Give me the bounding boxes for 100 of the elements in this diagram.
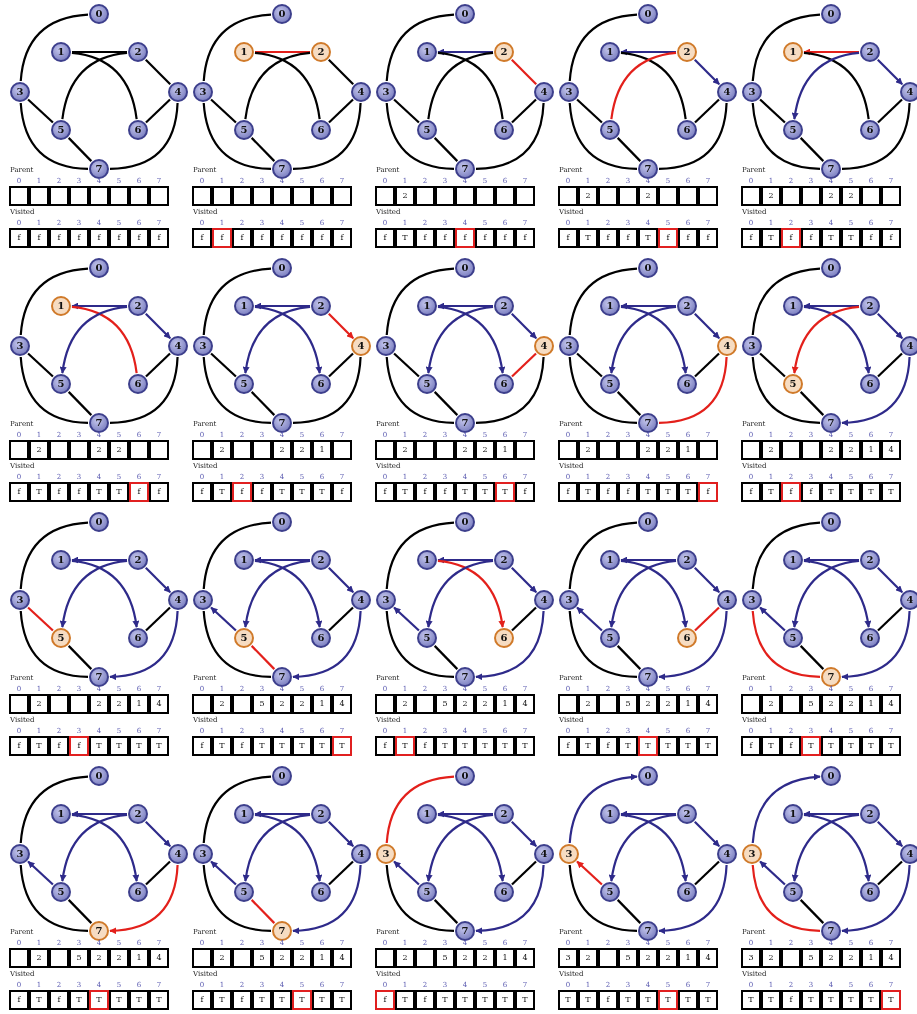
edge-line — [109, 102, 179, 170]
array-cell: T — [821, 990, 841, 1010]
array-cell: T — [89, 482, 109, 502]
arrow — [475, 610, 545, 680]
array-cell: T — [638, 482, 658, 502]
array-cell: 2 — [821, 948, 841, 968]
array-cell: 3 — [558, 948, 578, 968]
edge-line — [27, 98, 54, 124]
arrow — [59, 559, 128, 628]
edge-line — [385, 267, 455, 336]
vertex-circle: 5 — [600, 882, 620, 902]
array-cell: T — [558, 990, 578, 1010]
edge-line — [250, 899, 276, 924]
array-cell: 2 — [292, 694, 312, 714]
edge-line — [568, 13, 638, 82]
edge-line — [250, 391, 276, 416]
edge-line — [292, 356, 362, 424]
vertex-circle: 2 — [677, 42, 697, 62]
array-cell: T — [821, 228, 841, 248]
array-cell: T — [29, 990, 49, 1010]
array-cell: 5 — [618, 694, 638, 714]
array-cell: 4 — [698, 694, 718, 714]
array-cell: T — [272, 990, 292, 1010]
array-cell: 2 — [212, 948, 232, 968]
array-cell: T — [495, 736, 515, 756]
vertex-circle: 7 — [455, 159, 475, 179]
arrow — [254, 305, 323, 374]
vertex-circle: 7 — [821, 159, 841, 179]
vertex-circle: 6 — [311, 120, 331, 140]
edge-line — [385, 610, 455, 678]
edge-line — [393, 352, 420, 378]
array-cell: T — [395, 736, 415, 756]
vertex-circle: 5 — [417, 628, 437, 648]
edge-line — [616, 899, 642, 924]
array-cell: T — [312, 990, 332, 1010]
edge-line — [694, 352, 720, 378]
array-cell: f — [252, 482, 272, 502]
array-cell: T — [109, 736, 129, 756]
edge-line — [751, 267, 821, 336]
vertex-circle: 4 — [900, 82, 917, 102]
array-cell: f — [861, 228, 881, 248]
vertex-circle: 6 — [494, 374, 514, 394]
edge-line — [751, 102, 821, 170]
array-cell: f — [678, 228, 698, 248]
edge-line — [759, 352, 786, 378]
vertex-circle: 1 — [417, 296, 437, 316]
array-cell: 2 — [109, 694, 129, 714]
array-cell: f — [375, 482, 395, 502]
edge-line — [610, 51, 677, 120]
array-cell: f — [129, 228, 149, 248]
arrow — [803, 305, 872, 374]
array-cell: f — [598, 228, 618, 248]
edge-line — [145, 352, 171, 378]
vertex-circle: 0 — [455, 512, 475, 532]
edge-line — [328, 98, 354, 124]
edge-line — [67, 645, 93, 670]
edge-line — [433, 645, 459, 670]
vertex-circle: 2 — [494, 42, 514, 62]
array-cell: f — [741, 736, 761, 756]
array-cell: T — [332, 990, 352, 1010]
vertex-circle: 0 — [455, 766, 475, 786]
arrow — [254, 813, 323, 882]
edge-line — [385, 775, 455, 844]
edge-line — [694, 860, 720, 886]
vertex-circle: 2 — [860, 42, 880, 62]
array-cell: T — [801, 736, 821, 756]
vertex-circle: 6 — [311, 628, 331, 648]
array-cell: 2 — [638, 694, 658, 714]
edge-line — [109, 356, 179, 424]
vertex-circle: 6 — [128, 374, 148, 394]
array-cell: T — [678, 482, 698, 502]
array-cell: T — [578, 736, 598, 756]
edge-line — [568, 102, 638, 170]
arrow — [145, 567, 171, 593]
vertex-circle: 2 — [311, 804, 331, 824]
arrow — [109, 610, 179, 680]
edge-line — [576, 98, 603, 124]
edge-line — [877, 860, 903, 886]
array-cell: 1 — [495, 948, 515, 968]
array-cell: T — [69, 990, 89, 1010]
vertex-circle: 3 — [10, 844, 30, 864]
array-cell: T — [821, 482, 841, 502]
array-cell: f — [455, 228, 475, 248]
array-cell: 4 — [332, 694, 352, 714]
array-cell: T — [475, 990, 495, 1010]
vertex-circle: 2 — [128, 804, 148, 824]
array-cell: 2 — [821, 440, 841, 460]
array-cell: f — [272, 228, 292, 248]
array-cell: f — [29, 228, 49, 248]
array-cell: 5 — [801, 694, 821, 714]
vertex-circle: 7 — [455, 921, 475, 941]
array-cell: f — [781, 482, 801, 502]
vertex-circle: 0 — [272, 512, 292, 532]
vertex-circle: 4 — [717, 844, 737, 864]
arrow — [841, 864, 911, 934]
arrow — [210, 606, 237, 632]
edge-line — [568, 864, 638, 932]
edge-line — [71, 51, 138, 120]
array-cell: 5 — [435, 948, 455, 968]
edge-line — [385, 521, 455, 590]
